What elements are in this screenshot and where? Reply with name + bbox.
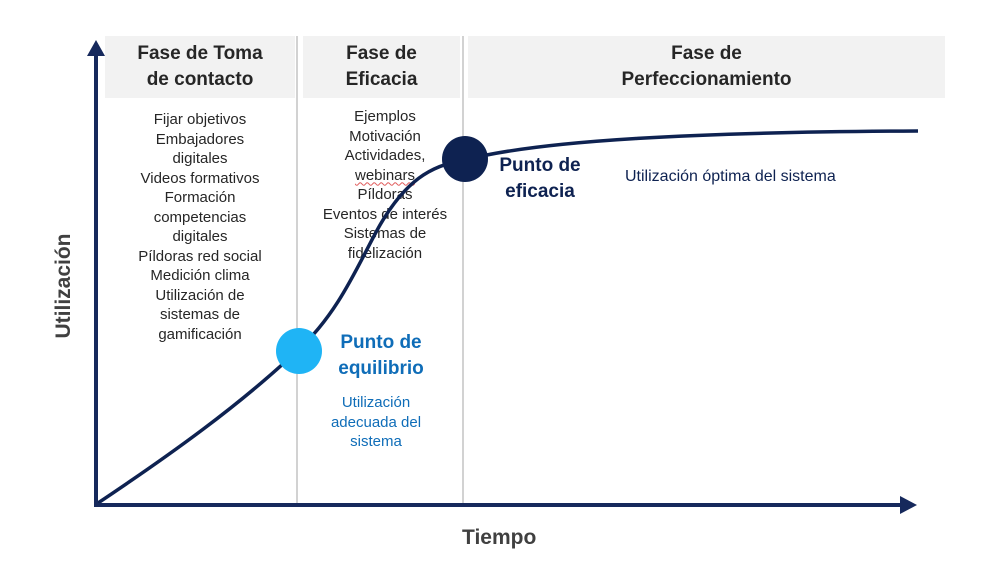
activity-item: Fijar objetivos (153, 111, 247, 128)
efficacy-point-marker (442, 136, 488, 182)
phase-1-activity-list: Fijar objetivos Embajadores digitales Vi… (110, 110, 290, 344)
spellcheck-underlined-word: webinars (354, 166, 416, 184)
activity-item: Medición clima (150, 267, 250, 284)
phase-title-line: Eficacia (345, 69, 418, 90)
label-line: Punto de (340, 332, 422, 353)
activity-item: competencias (153, 208, 247, 226)
note-line: sistema (350, 433, 402, 450)
equilibrium-point-label: Punto de equilibrio (326, 330, 436, 382)
x-axis-label: Tiempo (462, 526, 537, 549)
activity-item: Motivación (349, 127, 421, 145)
phase-title-line: Perfeccionamiento (621, 69, 792, 90)
activity-item: Píldoras red social (138, 247, 262, 265)
y-axis-label: Utilización (52, 233, 75, 339)
label-line: eficacia (505, 181, 575, 202)
activity-item: Videos formativos (140, 169, 260, 187)
label-line: Punto de (499, 155, 581, 176)
activity-item: gamificación (158, 325, 242, 343)
activity-item: Sistemas de (343, 225, 427, 242)
activity-item: webinars (305, 166, 465, 186)
note-line: adecuada del (330, 413, 422, 431)
adoption-curve (94, 129, 919, 507)
phase-header-toma-de-contacto: Fase de Toma de contacto (105, 36, 295, 98)
phase-title-line: Fase de Toma (137, 43, 263, 64)
activity-item: sistemas de (159, 306, 241, 323)
activity-item: Embajadores (155, 130, 245, 148)
activity-item: Utilización de (155, 286, 245, 304)
phase-header-eficacia: Fase de Eficacia (303, 36, 460, 98)
equilibrium-point-note: Utilización adecuada del sistema (311, 393, 441, 452)
activity-item: Formación (164, 189, 236, 206)
activity-item: Ejemplos (354, 108, 416, 125)
phase-title-line: Fase de (346, 43, 417, 64)
efficacy-point-label: Punto de eficacia (490, 153, 590, 205)
x-axis-arrow (900, 496, 917, 514)
equilibrium-point-marker (276, 328, 322, 374)
efficacy-point-note: Utilización óptima del sistema (625, 168, 836, 185)
activity-item: digitales (172, 228, 228, 245)
activity-item: digitales (172, 150, 228, 167)
phase-title-line: Fase de (671, 43, 742, 64)
activity-item: Actividades, (344, 147, 426, 164)
phase-header-perfeccionamiento: Fase de Perfeccionamiento (468, 36, 945, 98)
label-line: equilibrio (338, 358, 424, 379)
phase-title-line: de contacto (146, 69, 254, 90)
y-axis-arrow (87, 40, 105, 56)
note-line: Utilización (341, 394, 411, 411)
